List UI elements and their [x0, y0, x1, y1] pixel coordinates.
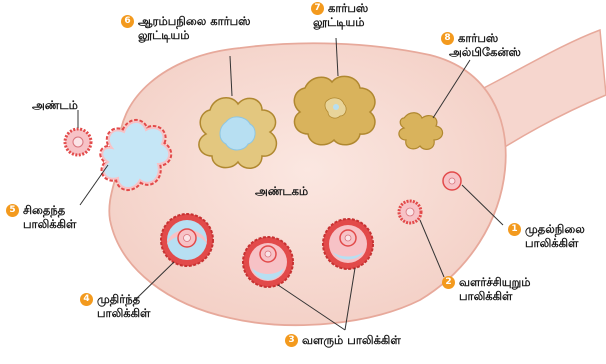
number-badge-icon: 8 [441, 32, 454, 45]
developing-follicle-a [243, 237, 293, 287]
number-badge-icon: 4 [80, 293, 93, 306]
number-badge-icon: 5 [6, 204, 19, 217]
number-badge-icon: 1 [508, 223, 521, 236]
number-badge-icon: 6 [121, 15, 134, 28]
number-badge-icon: 7 [311, 2, 324, 15]
developing-follicle-b [323, 219, 373, 269]
number-badge-icon: 3 [285, 334, 298, 347]
ruptured-follicle [102, 122, 169, 188]
label-ovary: அண்டகம் [255, 184, 308, 198]
number-badge-icon: 2 [442, 276, 455, 289]
primary-follicle [443, 172, 461, 190]
ovum [65, 129, 91, 155]
mature-follicle [161, 214, 213, 266]
label-ovum: அண்டம் [32, 98, 78, 112]
growing-follicle [399, 201, 421, 223]
